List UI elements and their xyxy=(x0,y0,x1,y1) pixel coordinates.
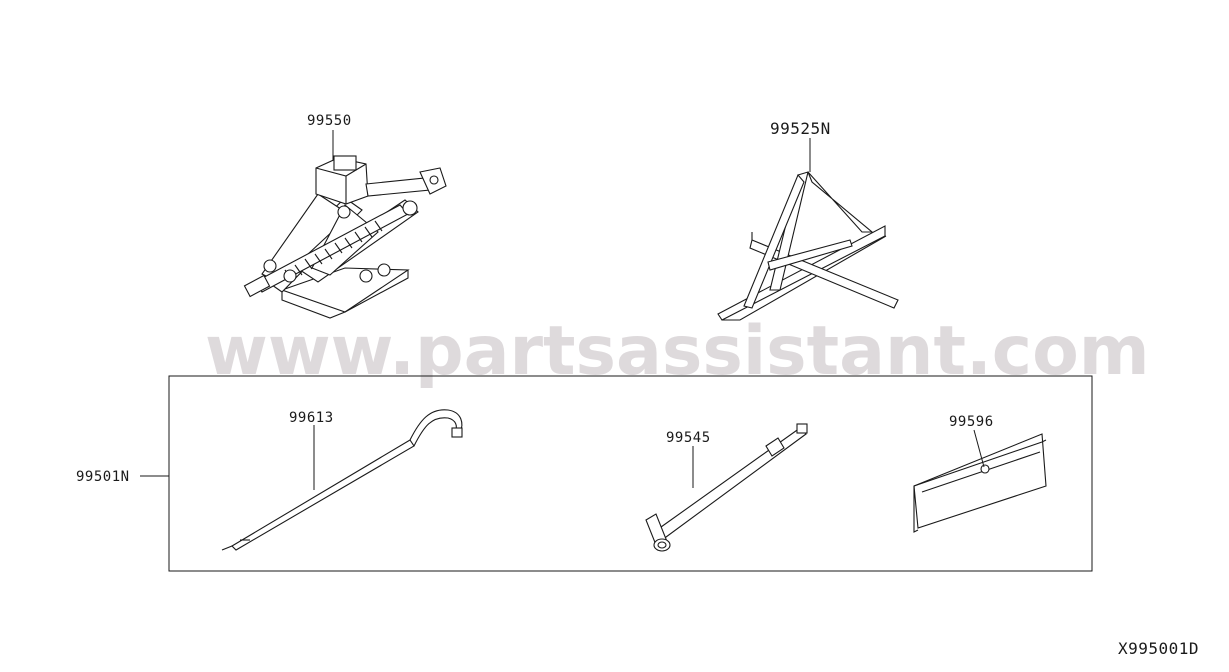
part-label-jack: 99550 xyxy=(307,113,352,129)
diagram-code: X995001D xyxy=(1118,639,1199,658)
leader-line-tool-bag xyxy=(973,429,985,468)
part-label-jack-handle: 99613 xyxy=(289,410,334,426)
wheel-wrench-drawing xyxy=(645,423,808,552)
part-label-kit: 99501N xyxy=(76,469,130,485)
safety-stand-drawing xyxy=(717,171,899,321)
scissor-jack-drawing xyxy=(243,155,447,319)
part-label-tool-bag: 99596 xyxy=(949,414,994,430)
part-label-wheel-wrench: 99545 xyxy=(666,430,711,446)
part-label-stand: 99525N xyxy=(770,119,831,138)
tool-kit-frame xyxy=(168,375,1093,572)
tool-bag-drawing xyxy=(913,433,1047,533)
watermark-text: www.partsassistant.com xyxy=(205,312,1150,391)
jack-handle-drawing xyxy=(221,409,463,551)
